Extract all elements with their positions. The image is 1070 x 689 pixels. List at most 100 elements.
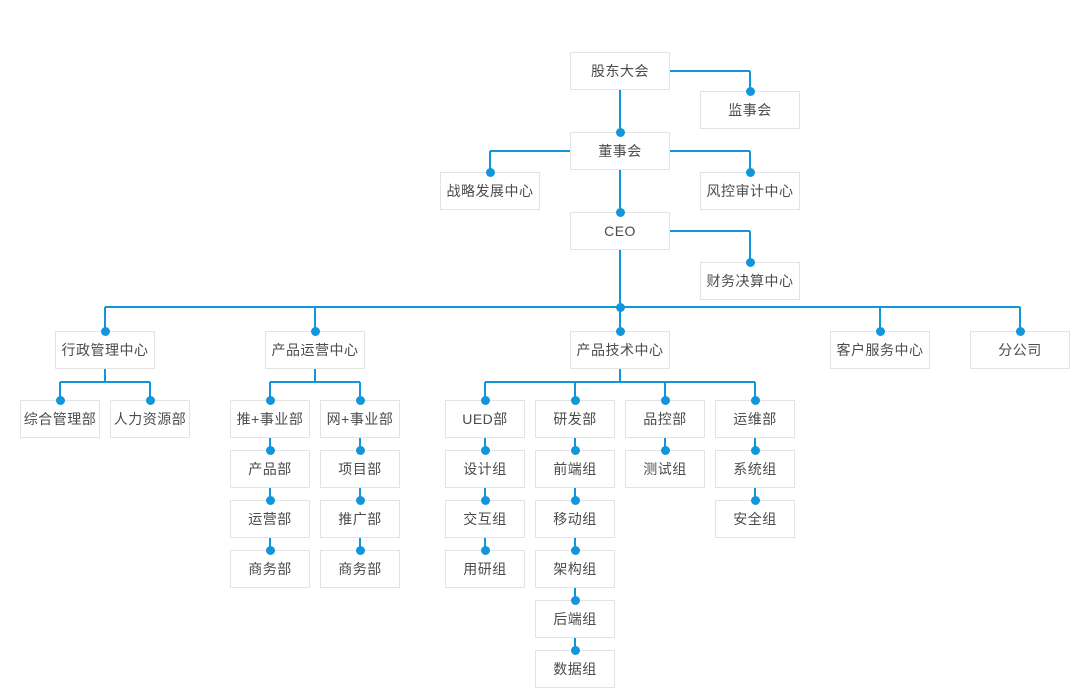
org-node-security-group[interactable]: 安全组 bbox=[715, 500, 795, 538]
tui-chain-dot-2 bbox=[265, 545, 275, 555]
org-node-business-dept-1[interactable]: 商务部 bbox=[230, 550, 310, 588]
org-node-label: 交互组 bbox=[463, 511, 507, 527]
org-node-label: 产品部 bbox=[248, 461, 292, 477]
org-node-label: 商务部 bbox=[248, 561, 292, 577]
org-node-label: 董事会 bbox=[598, 143, 642, 159]
ued-chain-dot-2 bbox=[480, 545, 490, 555]
org-node-product-ops-center[interactable]: 产品运营中心 bbox=[265, 331, 365, 369]
org-node-label: 人力资源部 bbox=[113, 411, 187, 427]
org-node-label: UED部 bbox=[462, 411, 508, 427]
product-ops-center-bus-dot-0 bbox=[265, 395, 275, 405]
org-node-ops-dept[interactable]: 运维部 bbox=[715, 400, 795, 438]
org-node-label: 网+事业部 bbox=[326, 411, 394, 427]
org-node-label: 运营部 bbox=[248, 511, 292, 527]
org-node-ceo[interactable]: CEO bbox=[570, 212, 670, 250]
org-node-label: 产品技术中心 bbox=[576, 342, 664, 358]
org-node-rnd-dept[interactable]: 研发部 bbox=[535, 400, 615, 438]
org-node-label: 产品运营中心 bbox=[271, 342, 359, 358]
org-node-label: 设计组 bbox=[463, 461, 507, 477]
org-node-label: 推广部 bbox=[338, 511, 382, 527]
org-node-label: 后端组 bbox=[553, 611, 597, 627]
org-node-user-research-group[interactable]: 用研组 bbox=[445, 550, 525, 588]
org-node-interaction-group[interactable]: 交互组 bbox=[445, 500, 525, 538]
org-node-label: 综合管理部 bbox=[23, 411, 97, 427]
wang-chain-dot-2 bbox=[355, 545, 365, 555]
board-to-risk-audit-center-dot bbox=[745, 167, 755, 177]
org-node-label: 战略发展中心 bbox=[446, 183, 534, 199]
org-node-label: 客户服务中心 bbox=[836, 342, 924, 358]
board-to-strategy-center-dot bbox=[485, 167, 495, 177]
org-node-label: 安全组 bbox=[733, 511, 777, 527]
org-node-ued-dept[interactable]: UED部 bbox=[445, 400, 525, 438]
org-node-architecture-group[interactable]: 架构组 bbox=[535, 550, 615, 588]
org-node-label: 股东大会 bbox=[591, 63, 649, 79]
division-bus-dot-2 bbox=[615, 326, 625, 336]
rnd-chain-dot-4 bbox=[570, 645, 580, 655]
ceo-to-division-bus-dot bbox=[615, 302, 625, 312]
org-node-label: 推+事业部 bbox=[236, 411, 304, 427]
rnd-chain-dot-0 bbox=[570, 445, 580, 455]
org-node-label: CEO bbox=[604, 223, 636, 239]
org-node-shareholders[interactable]: 股东大会 bbox=[570, 52, 670, 90]
admin-center-bus-dot-1 bbox=[145, 395, 155, 405]
wang-chain-dot-1 bbox=[355, 495, 365, 505]
org-node-product-tech-center[interactable]: 产品技术中心 bbox=[570, 331, 670, 369]
rnd-chain-dot-2 bbox=[570, 545, 580, 555]
org-node-mobile-group[interactable]: 移动组 bbox=[535, 500, 615, 538]
org-node-label: 测试组 bbox=[643, 461, 687, 477]
org-node-system-group[interactable]: 系统组 bbox=[715, 450, 795, 488]
division-bus-dot-1 bbox=[310, 326, 320, 336]
org-node-branch-company[interactable]: 分公司 bbox=[970, 331, 1070, 369]
rnd-chain-dot-3 bbox=[570, 595, 580, 605]
tui-chain-dot-0 bbox=[265, 445, 275, 455]
org-node-label: 商务部 bbox=[338, 561, 382, 577]
org-node-wang-biz-unit[interactable]: 网+事业部 bbox=[320, 400, 400, 438]
org-node-project-dept[interactable]: 项目部 bbox=[320, 450, 400, 488]
org-node-hr-dept[interactable]: 人力资源部 bbox=[110, 400, 190, 438]
org-node-tui-biz-unit[interactable]: 推+事业部 bbox=[230, 400, 310, 438]
product-tech-center-bus-dot-3 bbox=[750, 395, 760, 405]
shareholders-to-board-dot bbox=[615, 127, 625, 137]
org-node-label: 行政管理中心 bbox=[61, 342, 149, 358]
qa-chain-dot-0 bbox=[660, 445, 670, 455]
org-node-label: 财务决算中心 bbox=[706, 273, 794, 289]
ceo-to-finance-center-dot bbox=[745, 257, 755, 267]
org-node-business-dept-2[interactable]: 商务部 bbox=[320, 550, 400, 588]
org-node-operations-dept[interactable]: 运营部 bbox=[230, 500, 310, 538]
org-node-finance-center[interactable]: 财务决算中心 bbox=[700, 262, 800, 300]
org-node-label: 数据组 bbox=[553, 661, 597, 677]
org-node-label: 监事会 bbox=[728, 102, 772, 118]
wang-chain-dot-0 bbox=[355, 445, 365, 455]
org-node-data-group[interactable]: 数据组 bbox=[535, 650, 615, 688]
product-ops-center-bus-dot-1 bbox=[355, 395, 365, 405]
org-node-admin-center[interactable]: 行政管理中心 bbox=[55, 331, 155, 369]
division-bus-dot-0 bbox=[100, 326, 110, 336]
org-node-supervisors[interactable]: 监事会 bbox=[700, 91, 800, 129]
org-node-promotion-dept[interactable]: 推广部 bbox=[320, 500, 400, 538]
org-node-customer-center[interactable]: 客户服务中心 bbox=[830, 331, 930, 369]
org-node-label: 用研组 bbox=[463, 561, 507, 577]
org-node-strategy-center[interactable]: 战略发展中心 bbox=[440, 172, 540, 210]
org-node-design-group[interactable]: 设计组 bbox=[445, 450, 525, 488]
org-node-label: 运维部 bbox=[733, 411, 777, 427]
org-node-label: 分公司 bbox=[998, 342, 1042, 358]
product-tech-center-bus-dot-2 bbox=[660, 395, 670, 405]
org-node-risk-audit-center[interactable]: 风控审计中心 bbox=[700, 172, 800, 210]
org-node-board[interactable]: 董事会 bbox=[570, 132, 670, 170]
org-node-qa-dept[interactable]: 品控部 bbox=[625, 400, 705, 438]
org-node-product-dept[interactable]: 产品部 bbox=[230, 450, 310, 488]
org-node-general-admin-dept[interactable]: 综合管理部 bbox=[20, 400, 100, 438]
division-bus-dot-4 bbox=[1015, 326, 1025, 336]
division-bus-dot-3 bbox=[875, 326, 885, 336]
product-tech-center-bus-dot-0 bbox=[480, 395, 490, 405]
org-node-label: 架构组 bbox=[553, 561, 597, 577]
org-node-label: 前端组 bbox=[553, 461, 597, 477]
org-node-frontend-group[interactable]: 前端组 bbox=[535, 450, 615, 488]
org-node-label: 品控部 bbox=[643, 411, 687, 427]
ued-chain-dot-0 bbox=[480, 445, 490, 455]
org-node-backend-group[interactable]: 后端组 bbox=[535, 600, 615, 638]
org-node-test-group[interactable]: 测试组 bbox=[625, 450, 705, 488]
tui-chain-dot-1 bbox=[265, 495, 275, 505]
